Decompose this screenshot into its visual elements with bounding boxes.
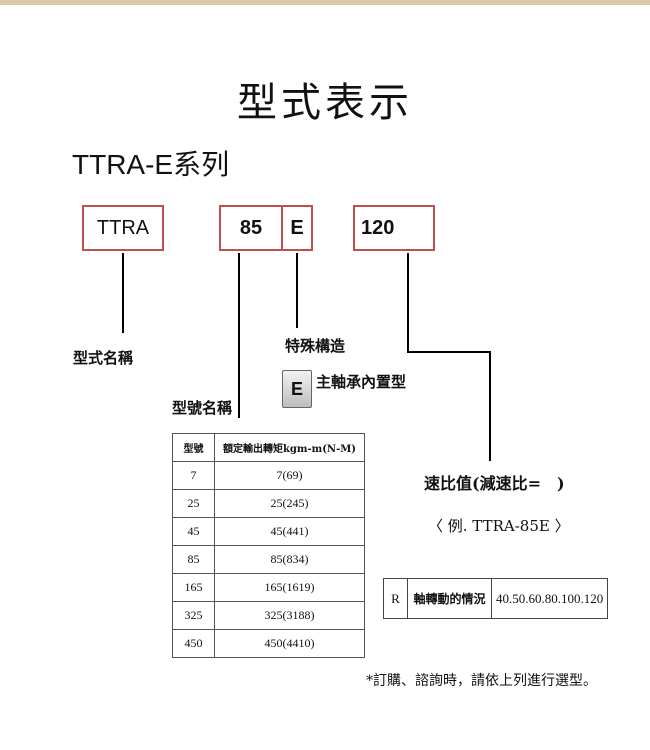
ratio-row: R 軸轉動的情況 40.50.60.80.100.120 [383, 578, 609, 619]
table-cell-model: 165 [172, 573, 215, 602]
table-row: 450 450(4410) [172, 629, 365, 658]
table-cell-model: 25 [172, 489, 215, 518]
ratio-code-cell: R [383, 578, 408, 619]
table-cell-model: 7 [172, 461, 215, 490]
table-row: 25 25(245) [172, 489, 365, 518]
model-divider [281, 207, 283, 249]
table-cell-torque: 325(3188) [214, 601, 365, 630]
table-cell-model: 450 [172, 629, 215, 658]
table-cell-torque: 165(1619) [214, 573, 365, 602]
table-cell-model: 85 [172, 545, 215, 574]
table-cell-model: 45 [172, 517, 215, 546]
type-name-value: TTRA [96, 216, 150, 239]
type-name-connector [122, 253, 124, 333]
table-cell-torque: 85(834) [214, 545, 365, 574]
type-name-box: TTRA [82, 205, 164, 251]
ratio-value: 120 [361, 216, 395, 239]
example-label: 〈 例. TTRA-85E 〉 [428, 517, 570, 535]
table-cell-torque: 450(4410) [214, 629, 365, 658]
table-cell-model: 325 [172, 601, 215, 630]
series-title: TTRA-E系列 [72, 149, 230, 180]
ratio-table: R 軸轉動的情況 40.50.60.80.100.120 [383, 578, 609, 619]
table-row: 165 165(1619) [172, 573, 365, 602]
page-title: 型式表示 [237, 80, 413, 126]
type-name-label: 型式名稱 [73, 349, 134, 367]
ratio-connector-bottom [489, 351, 491, 461]
ratio-desc-cell: 軸轉動的情況 [407, 578, 492, 619]
special-connector [296, 253, 298, 328]
table-row: 85 85(834) [172, 545, 365, 574]
order-footnote: *訂購、諮詢時，請依上列進行選型。 [366, 673, 597, 689]
table-row: 325 325(3188) [172, 601, 365, 630]
model-code-box: 85 E [219, 205, 313, 251]
ratio-value-label: 速比值(減速比= ) [424, 474, 565, 493]
ratio-connector-mid [407, 351, 491, 353]
table-cell-torque: 45(441) [214, 517, 365, 546]
model-name-label: 型號名稱 [172, 399, 233, 417]
special-e-desc: 主軸承內置型 [316, 373, 407, 391]
model-table: 型號 額定輸出轉矩kgm-m(N-M) 7 7(69) 25 25(245) 4… [172, 433, 365, 658]
model-connector [238, 253, 240, 418]
table-row: 45 45(441) [172, 517, 365, 546]
ratio-values-cell: 40.50.60.80.100.120 [490, 578, 609, 619]
table-header-model: 型號 [172, 433, 215, 462]
ratio-connector-top [407, 253, 409, 353]
table-cell-torque: 25(245) [214, 489, 365, 518]
table-cell-torque: 7(69) [214, 461, 365, 490]
table-header-torque: 額定輸出轉矩kgm-m(N-M) [214, 433, 365, 462]
table-header-row: 型號 額定輸出轉矩kgm-m(N-M) [172, 433, 365, 462]
top-rule [0, 0, 650, 5]
ratio-box: 120 [353, 205, 435, 251]
model-value: 85 [239, 216, 263, 239]
special-construction-label: 特殊構造 [285, 337, 346, 355]
table-row: 7 7(69) [172, 461, 365, 490]
special-value: E [290, 216, 304, 239]
special-e-badge: E [282, 370, 312, 408]
